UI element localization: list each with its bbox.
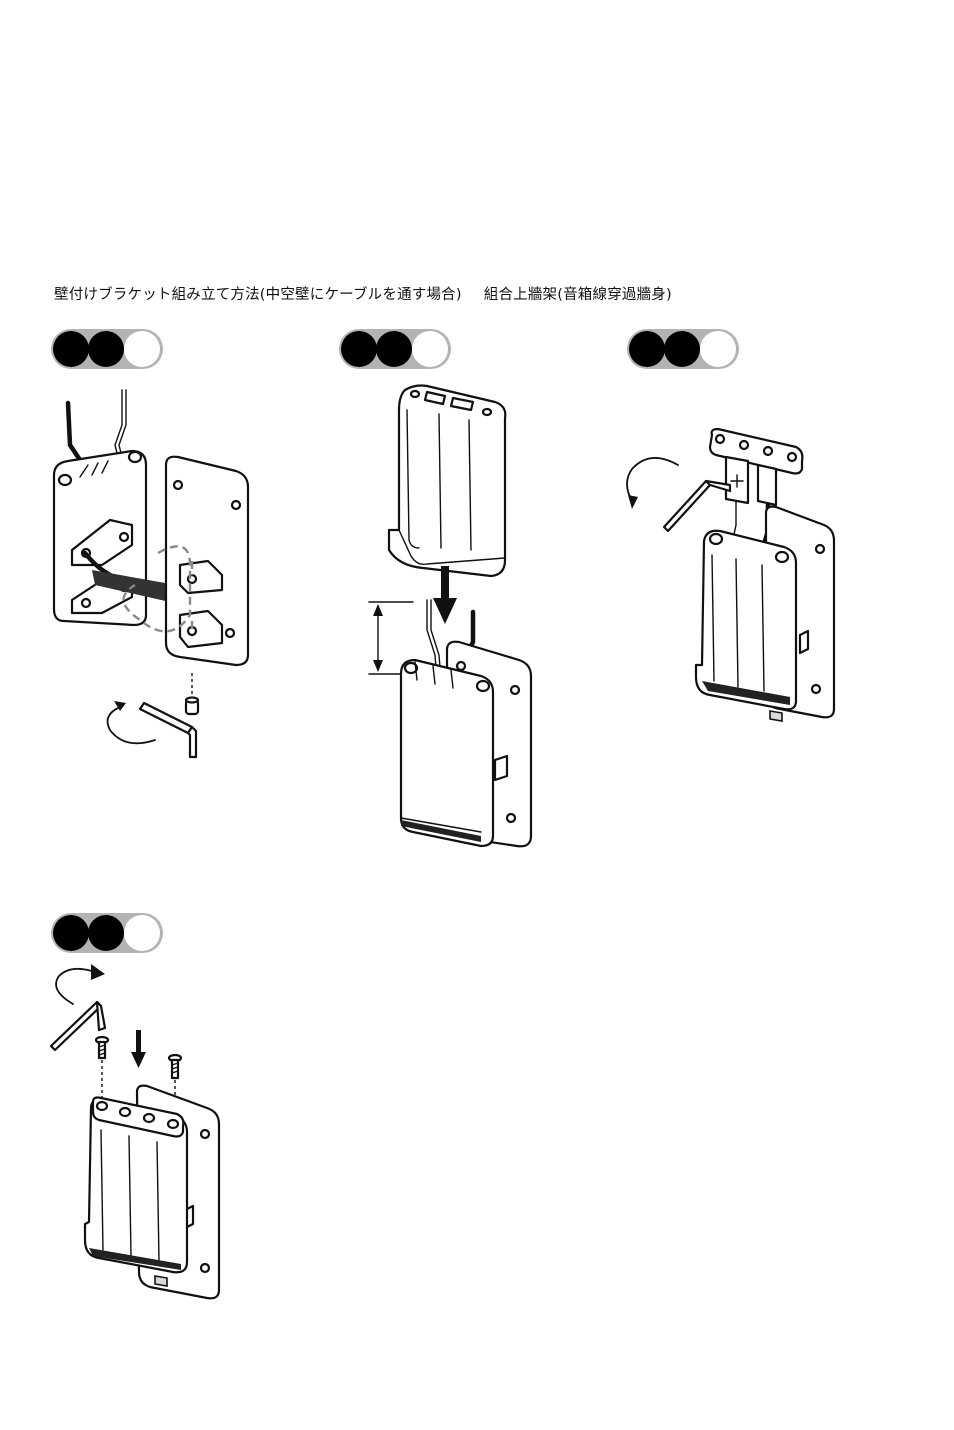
hex-wrench-icon — [664, 481, 730, 531]
page-caption: 壁付けブラケット組み立て方法(中空壁にケーブルを通す場合) 組合上牆架(音箱線穿過… — [54, 283, 672, 304]
step-4-illustration — [45, 960, 245, 1300]
step-2-illustration — [355, 380, 575, 860]
step-3-illustration — [620, 425, 850, 735]
screw-icon — [186, 698, 198, 715]
plus-terminal-icon — [726, 457, 748, 503]
caption-chinese: 組合上牆架(音箱線穿過牆身) — [484, 287, 672, 303]
screw-icon — [169, 1055, 181, 1078]
down-arrow-icon — [131, 1030, 146, 1068]
rotate-arrow-icon — [56, 964, 105, 1004]
step-badge-icon — [626, 328, 740, 370]
rotate-arrow-icon — [627, 458, 678, 509]
step-1-illustration — [40, 385, 270, 775]
caption-japanese: 壁付けブラケット組み立て方法(中空壁にケーブルを通す場合) — [54, 287, 462, 303]
screw-icon — [96, 1037, 108, 1058]
down-arrow-icon — [433, 566, 457, 624]
step-badge-icon — [338, 328, 452, 370]
step-badge-icon — [50, 912, 164, 954]
step-badge-icon — [50, 328, 164, 370]
